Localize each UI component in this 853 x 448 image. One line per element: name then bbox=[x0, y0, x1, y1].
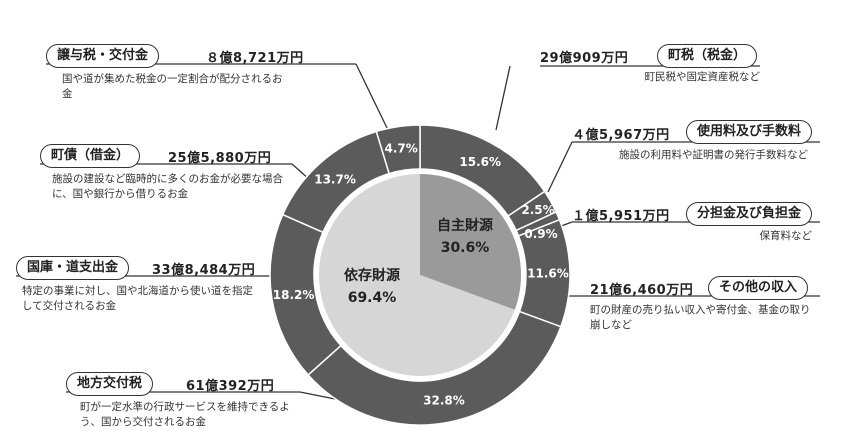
connector-1 bbox=[547, 141, 573, 193]
inner-pct-label-1: 69.4% bbox=[348, 290, 397, 306]
desc-fees: 施設の利用料や証明書の発行手数料など bbox=[619, 149, 808, 161]
outer-pct-label-6: 13.7% bbox=[314, 172, 356, 186]
desc-local-allocation: 町が一定水準の行政サービスを維持できるよう、国から交付されるお金 bbox=[80, 401, 290, 428]
outer-pct-label-2: 0.9% bbox=[524, 227, 557, 241]
outer-pct-label-3: 11.6% bbox=[527, 266, 569, 280]
outer-pct-label-5: 18.2% bbox=[273, 288, 315, 302]
connector-7 bbox=[355, 63, 389, 131]
outer-pct-label-1: 2.5% bbox=[521, 203, 554, 217]
outer-pct-label-7: 4.7% bbox=[385, 141, 418, 155]
outer-pct-labels: 15.6% 2.5% 0.9% 11.6% 32.8% 18.2% 13.7% 4.7% bbox=[273, 141, 569, 407]
inner-label-0: 自主財源 bbox=[437, 217, 493, 234]
label-transfer-tax: 譲与税・交付金 bbox=[46, 44, 160, 68]
amount-subsidies: 33億8,484万円 bbox=[152, 263, 256, 278]
inner-slice-0 bbox=[420, 174, 521, 310]
desc-other: 町の財産の売り払い収入や寄付金、基金の取り崩しなど bbox=[590, 304, 811, 331]
label-subsidies: 国庫・道支出金 bbox=[16, 256, 130, 280]
amount-contributions: １億5,951万円 bbox=[572, 209, 670, 224]
amount-other: 21億6,460万円 bbox=[590, 283, 694, 298]
label-town-tax: 町税（税金） bbox=[657, 44, 758, 68]
amount-bonds: 25億5,880万円 bbox=[168, 151, 272, 166]
inner-slice-1 bbox=[319, 174, 515, 377]
label-contributions: 分担金及び負担金 bbox=[686, 202, 813, 226]
amount-town-tax: 29億909万円 bbox=[540, 51, 629, 66]
desc-bonds: 施設の建設など臨時的に多くのお金が必要な場合に、国や銀行から借りるお金 bbox=[52, 173, 283, 200]
inner-label-1: 依存財源 bbox=[344, 267, 400, 284]
inner-pct-label-0: 30.6% bbox=[441, 240, 490, 256]
label-local-allocation: 地方交付税 bbox=[66, 372, 154, 396]
amount-transfer-tax: ８億8,721万円 bbox=[206, 51, 304, 66]
outer-pct-label-0: 15.6% bbox=[459, 155, 501, 169]
connector-0 bbox=[495, 65, 511, 131]
amount-local-allocation: 61億392万円 bbox=[186, 379, 275, 394]
desc-subsidies: 特定の事業に対し、国や北海道から使い道を指定して交付されるお金 bbox=[22, 285, 253, 312]
outer-pct-label-4: 32.8% bbox=[423, 394, 465, 408]
label-fees: 使用料及び手数料 bbox=[686, 120, 813, 144]
label-other: その他の収入 bbox=[708, 276, 809, 300]
inner-pie bbox=[314, 169, 526, 381]
amount-fees: ４億5,967万円 bbox=[572, 128, 670, 143]
desc-transfer-tax: 国や道が集めた税金の一定割合が配分されるお金 bbox=[62, 73, 283, 100]
label-bonds: 町債（借金） bbox=[40, 144, 141, 168]
desc-contributions: 保育料など bbox=[759, 230, 813, 242]
desc-town-tax: 町民税や固定資産税など bbox=[644, 71, 761, 83]
inner-labels: 自主財源 30.6% 依存財源 69.4% bbox=[344, 217, 493, 306]
